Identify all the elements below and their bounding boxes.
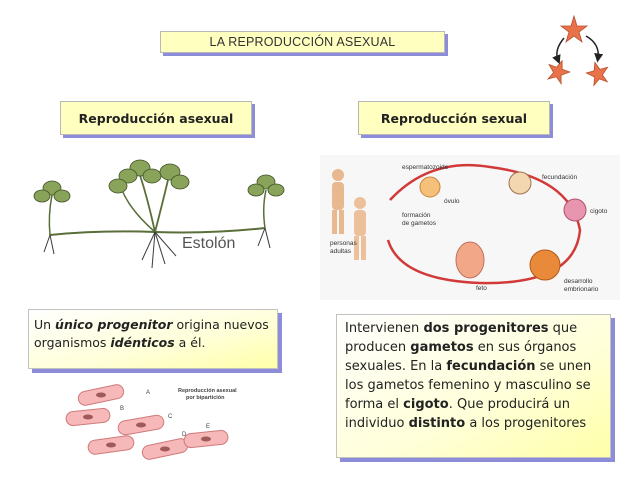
strawberry-stolon-illustration: Estolón (33, 159, 285, 269)
page-title: LA REPRODUCCIÓN ASEXUAL (160, 31, 445, 53)
sexual-text-4: se unen los gametos femenino y masculino… (345, 359, 592, 412)
fertilization-icon (508, 171, 532, 195)
adult-female-figure (354, 197, 366, 260)
cycle-arrow-right-icon (585, 35, 604, 63)
bacteria-label-d: D (182, 432, 187, 438)
label-formacion-2: de gametos (402, 220, 437, 227)
sexual-bold-distinto: distinto (408, 416, 466, 431)
label-cigoto: cigoto (590, 208, 608, 215)
zygote-icon (563, 198, 587, 222)
asexual-bold-unico-progenitor: único progenitor (55, 317, 173, 332)
sexual-bold-cigoto: cigoto (403, 397, 449, 412)
starfish-left-icon (546, 59, 571, 86)
label-espermatozoide: espermatozoide (402, 164, 449, 171)
label-desarrollo-1: desarrollo (564, 278, 593, 285)
bacteria-label-b: B (120, 406, 124, 412)
bacteria-label-a: A (146, 390, 150, 396)
asexual-reproduction-header: Reproducción asexual (60, 101, 252, 135)
bacteria-caption-1: Reproducción asexual (178, 388, 237, 394)
asexual-text-2: origina nuevos organismos (34, 317, 269, 350)
fetus-icon (455, 241, 485, 279)
label-desarrollo-2: embrionario (564, 286, 599, 293)
starfish-cycle-image (546, 14, 609, 87)
sexual-bold-dos-progenitores: dos progenitores (423, 321, 549, 336)
starfish-right-icon (585, 61, 609, 87)
starfish-top-icon (559, 14, 589, 44)
bacteria-label-c: C (168, 414, 173, 420)
sexual-bold-fecundacion: fecundación (446, 359, 536, 374)
embryo-icon (529, 249, 561, 281)
stolon-label: Estolón (182, 235, 235, 252)
sexual-text-1: Intervienen (345, 321, 424, 336)
asexual-text-3: a él. (174, 335, 206, 350)
sexual-reproduction-header: Reproducción sexual (358, 101, 550, 135)
sexual-text-2: que producen (345, 321, 578, 355)
human-reproduction-cycle-diagram: espermatozoide óvulo fecundación formaci… (320, 155, 620, 300)
bacteria-bipartition-illustration: Reproducción asexual por bipartición A B… (65, 384, 237, 460)
label-personas-2: adultas (330, 248, 352, 255)
sexual-text-3: en sus órganos sexuales. En la (345, 340, 577, 374)
page-title-text: LA REPRODUCCIÓN ASEXUAL (209, 35, 396, 49)
label-feto: feto (476, 285, 487, 292)
sexual-text-5: . Que producirá un individuo (345, 397, 571, 431)
bacteria-caption-2: por bipartición (186, 395, 225, 401)
asexual-reproduction-header-text: Reproducción asexual (78, 110, 234, 126)
sexual-bold-gametos: gametos (410, 340, 474, 355)
asexual-description-box: Un único progenitor origina nuevos organ… (28, 309, 278, 369)
bacteria-label-e: E (206, 424, 210, 430)
label-formacion-1: formación (402, 212, 431, 219)
sexual-text-6: a los progenitores (465, 416, 587, 431)
label-ovulo: óvulo (444, 198, 460, 205)
cycle-arrow-left-icon (552, 37, 565, 65)
sexual-reproduction-header-text: Reproducción sexual (380, 110, 528, 126)
label-personas-1: personas (330, 240, 357, 247)
asexual-text-1: Un (34, 317, 56, 332)
adult-male-figure (332, 169, 344, 234)
asexual-bold-identicos: idénticos (110, 335, 175, 350)
sexual-description-box: Intervienen dos progenitores que produce… (336, 314, 611, 458)
label-fecundacion: fecundación (542, 174, 577, 181)
ovum-icon (419, 176, 441, 198)
cycle-arrow-icon (386, 163, 582, 285)
